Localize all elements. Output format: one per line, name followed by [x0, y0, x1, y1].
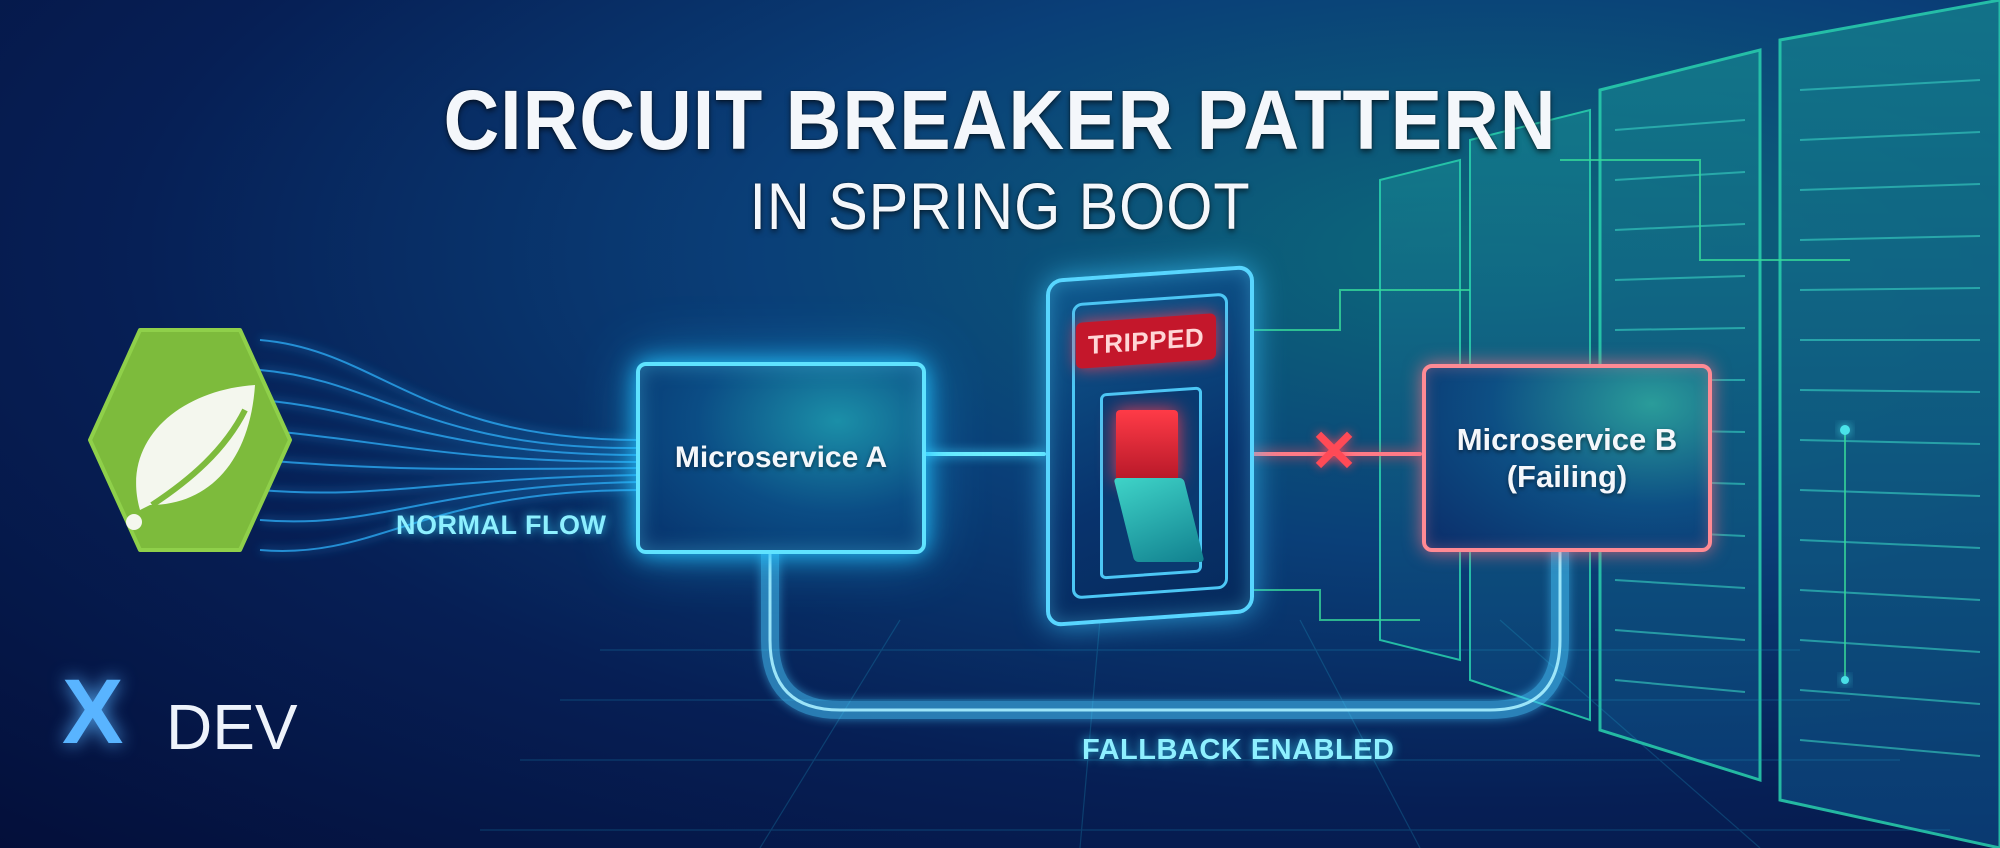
normal-flow-fibers: [259, 339, 641, 552]
microservice-b-label: Microservice B: [1456, 421, 1678, 457]
fallback-label: FALLBACK ENABLED: [1082, 734, 1395, 766]
brand-logo-mark: X: [62, 661, 124, 763]
brand-logo-text: DEV: [166, 691, 298, 763]
microservice-a-label: Microservice A: [674, 441, 888, 474]
normal-flow-label: NORMAL FLOW: [396, 510, 607, 540]
page-subtitle: IN SPRING BOOT: [749, 169, 1251, 243]
tripped-status-badge: TRIPPED: [1076, 313, 1216, 369]
microservice-b-status: (Failing): [1506, 459, 1628, 494]
spring-leaf-icon: [136, 385, 255, 510]
toggle-upper-red: [1116, 410, 1178, 482]
microservice-b-box: Microservice B (Failing): [1422, 364, 1712, 552]
spring-logo: [88, 328, 292, 552]
connector-breaker-to-b: [1246, 452, 1422, 456]
connector-a-to-breaker: [918, 452, 1046, 456]
page-title: CIRCUIT BREAKER PATTERN: [443, 73, 1557, 167]
microservice-a-box: Microservice A: [636, 362, 926, 554]
failure-x-icon: ✕: [1309, 419, 1359, 484]
